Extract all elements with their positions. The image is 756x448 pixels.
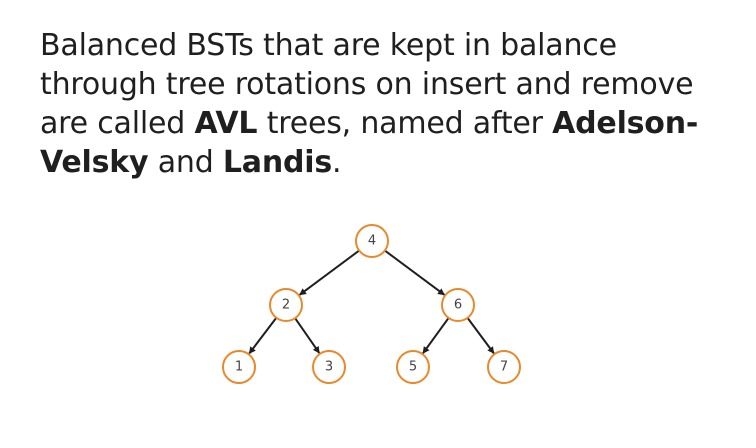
- text-part-2: trees, named after: [257, 106, 553, 141]
- node-label: 4: [368, 234, 376, 249]
- node-label: 3: [325, 360, 333, 375]
- adelson-velsky-name: Adelson-Velsky: [40, 106, 699, 180]
- node-label: 2: [282, 298, 290, 313]
- landis-name: Landis: [222, 145, 333, 180]
- tree-node-4: 4: [355, 224, 389, 258]
- tree-nodes: 4 2 6 1 3 5 7: [222, 224, 521, 384]
- node-circle: [441, 288, 475, 322]
- text-part-4: .: [332, 145, 342, 180]
- node-label: 6: [454, 298, 462, 313]
- node-circle: [312, 350, 346, 384]
- node-circle: [355, 224, 389, 258]
- node-circle: [222, 350, 256, 384]
- node-circle: [269, 288, 303, 322]
- tree-node-6: 6: [441, 288, 475, 322]
- node-circle: [487, 350, 521, 384]
- node-label: 1: [235, 360, 243, 375]
- node-label: 7: [500, 360, 508, 375]
- node-circle: [396, 350, 430, 384]
- tree-edges: [248, 249, 495, 355]
- edge-n6-n5: [422, 317, 450, 354]
- node-label: 5: [409, 360, 417, 375]
- edge-n2-n3: [294, 317, 321, 354]
- tree-node-7: 7: [487, 350, 521, 384]
- tree-node-5: 5: [396, 350, 430, 384]
- tree-node-1: 1: [222, 350, 256, 384]
- edge-n4-n2: [299, 249, 360, 296]
- avl-term: AVL: [194, 106, 258, 141]
- edge-n2-n1: [248, 317, 278, 355]
- slide-text: Balanced BSTs that are kept in balance t…: [40, 26, 740, 182]
- tree-node-2: 2: [269, 288, 303, 322]
- tree-node-3: 3: [312, 350, 346, 384]
- text-part-3: and: [148, 145, 223, 180]
- text-part-1: Balanced BSTs that are kept in balance t…: [40, 28, 694, 141]
- edge-n4-n6: [384, 249, 445, 296]
- edge-n6-n7: [466, 317, 495, 354]
